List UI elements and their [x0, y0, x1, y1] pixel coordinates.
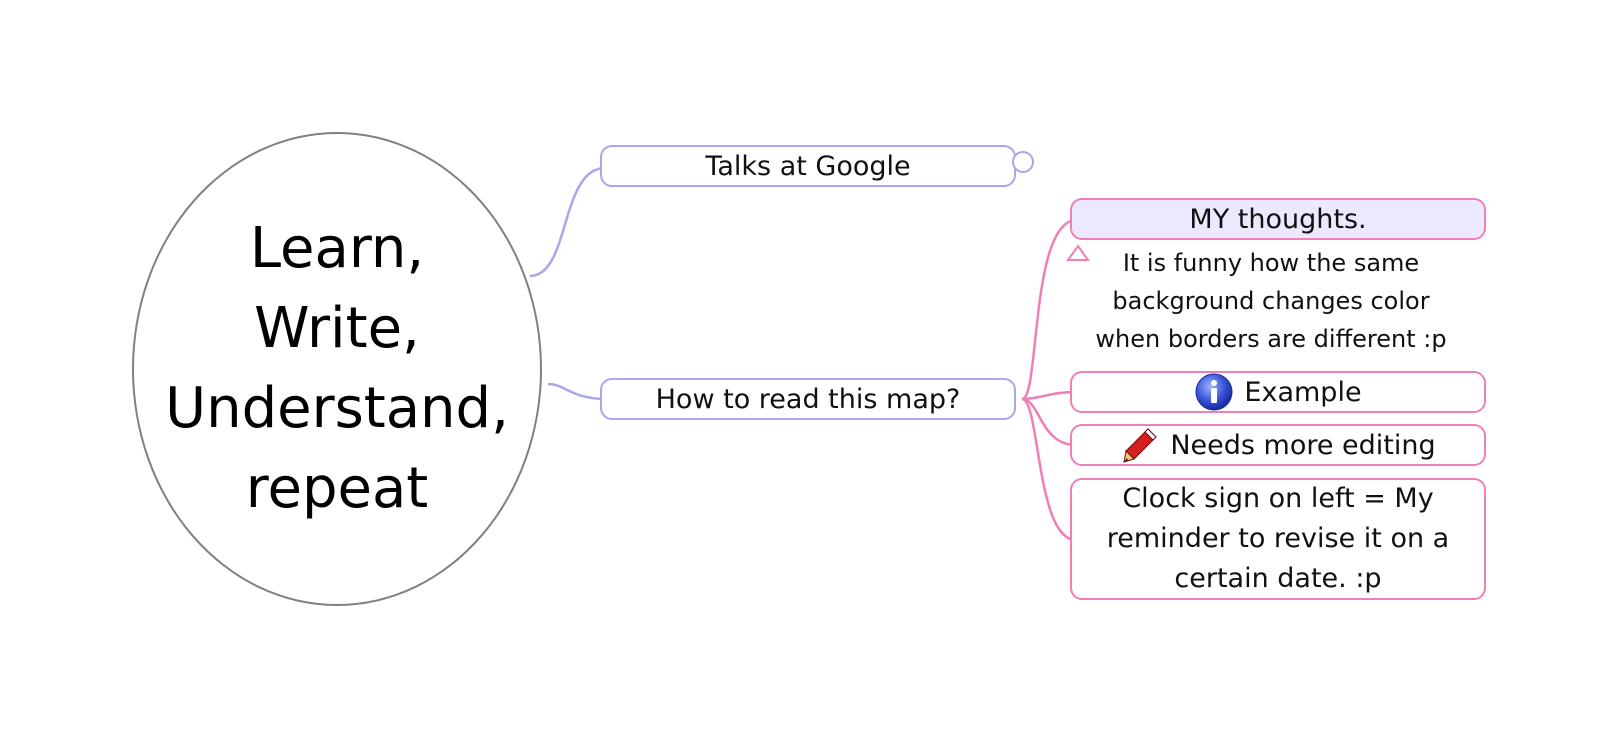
- subtopic-line: certain date. :p: [1174, 563, 1382, 594]
- central-topic-line: Understand,: [165, 376, 509, 441]
- central-topic[interactable]: Learn, Write, Understand, repeat: [132, 132, 542, 606]
- connector-howto-clock: [1021, 397, 1077, 542]
- central-topic-line: Learn,: [249, 216, 425, 281]
- subtopic-needs-editing[interactable]: Needs more editing: [1070, 424, 1486, 466]
- pencil-icon: [1123, 428, 1158, 463]
- connector-howto-example: [1021, 390, 1077, 401]
- subtopic-my-thoughts[interactable]: MY thoughts.: [1070, 198, 1486, 240]
- topic-how-to-read[interactable]: How to read this map?: [600, 378, 1016, 420]
- subtopic-example[interactable]: Example: [1070, 371, 1486, 413]
- subtopic-content: Needs more editing: [1120, 425, 1436, 465]
- subtopic-label: Example: [1244, 376, 1362, 408]
- subtopic-line: Clock sign on left = My: [1122, 483, 1434, 514]
- note-toggle-icon[interactable]: [1066, 244, 1090, 262]
- subtopic-clock-sign[interactable]: Clock sign on left = My reminder to revi…: [1070, 478, 1486, 600]
- connector-howto-thoughts: [1021, 218, 1077, 401]
- note-line: background changes color: [1112, 287, 1430, 315]
- topic-label: Talks at Google: [705, 150, 911, 182]
- expand-collapse-toggle[interactable]: [1012, 151, 1034, 173]
- central-topic-line: Write,: [254, 296, 420, 361]
- subtopic-label: MY thoughts.: [1189, 203, 1367, 235]
- connector-root-talks: [529, 166, 605, 278]
- info-icon: [1195, 373, 1233, 411]
- subtopic-content: Example: [1194, 372, 1362, 412]
- subtopic-label: Needs more editing: [1170, 429, 1436, 461]
- connector-howto-editing: [1021, 397, 1077, 447]
- subtopic-line: reminder to revise it on a: [1106, 523, 1450, 554]
- note-line: It is funny how the same: [1122, 249, 1420, 277]
- topic-note: It is funny how the same background chan…: [1086, 244, 1456, 358]
- topic-label: How to read this map?: [655, 383, 961, 415]
- central-topic-line: repeat: [245, 456, 429, 521]
- note-line: when borders are different :p: [1095, 325, 1447, 353]
- topic-talks-at-google[interactable]: Talks at Google: [600, 145, 1016, 187]
- connector-root-howto: [547, 382, 605, 401]
